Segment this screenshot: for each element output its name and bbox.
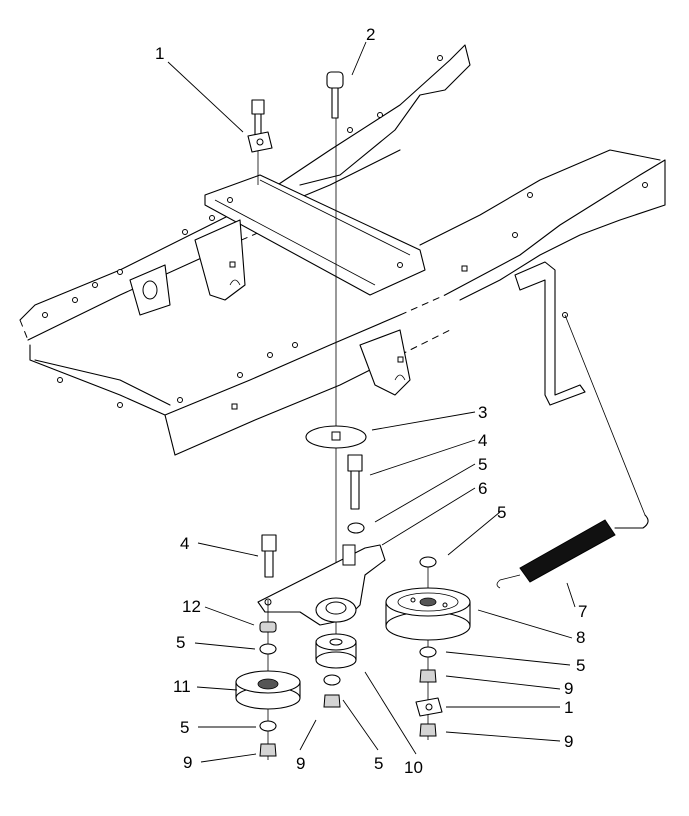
carriage-bolt-top bbox=[326, 71, 344, 119]
callout-2: 2 bbox=[366, 25, 375, 44]
callout-8: 8 bbox=[576, 628, 585, 647]
callout-9: 9 bbox=[564, 679, 573, 698]
flat-idler-pulley bbox=[235, 670, 301, 710]
callout-5: 5 bbox=[374, 754, 383, 773]
chassis-frame bbox=[19, 44, 666, 456]
leader-lines bbox=[167, 41, 576, 763]
callout-12: 12 bbox=[182, 597, 201, 616]
callout-1: 1 bbox=[564, 698, 573, 717]
callout-6: 6 bbox=[478, 479, 487, 498]
callout-10: 10 bbox=[404, 758, 423, 777]
hex-bolt-right bbox=[347, 454, 363, 510]
callout-labels: 1 2 3 4 5 6 4 5 12 7 5 8 11 5 9 1 5 9 9 … bbox=[155, 25, 587, 777]
hex-bolt-top bbox=[247, 99, 273, 153]
large-flat-washer bbox=[305, 425, 367, 449]
right-pulley-stack bbox=[385, 556, 471, 740]
tension-spring bbox=[496, 314, 649, 589]
spring-anchor-bracket bbox=[514, 261, 586, 406]
hex-bolt-left bbox=[261, 534, 277, 578]
center-pulley-stack bbox=[315, 633, 357, 708]
callout-5: 5 bbox=[478, 455, 487, 474]
callout-7: 7 bbox=[578, 602, 587, 621]
callout-9: 9 bbox=[564, 732, 573, 751]
idler-arm-plate bbox=[257, 544, 386, 626]
callout-4: 4 bbox=[478, 431, 487, 450]
callout-5: 5 bbox=[576, 656, 585, 675]
callout-11: 11 bbox=[173, 677, 191, 696]
callout-5: 5 bbox=[497, 503, 506, 522]
frame-holes bbox=[42, 55, 648, 410]
callout-9: 9 bbox=[296, 754, 305, 773]
callout-4: 4 bbox=[180, 534, 189, 553]
v-groove-idler-pulley bbox=[385, 587, 471, 641]
callout-1: 1 bbox=[155, 44, 164, 63]
callout-5: 5 bbox=[176, 633, 185, 652]
callout-9: 9 bbox=[183, 753, 192, 772]
callout-5: 5 bbox=[180, 718, 189, 737]
washer-5a bbox=[347, 522, 365, 534]
spacer-pulley bbox=[315, 633, 357, 669]
callout-3: 3 bbox=[478, 403, 487, 422]
left-pulley-stack bbox=[235, 600, 301, 760]
